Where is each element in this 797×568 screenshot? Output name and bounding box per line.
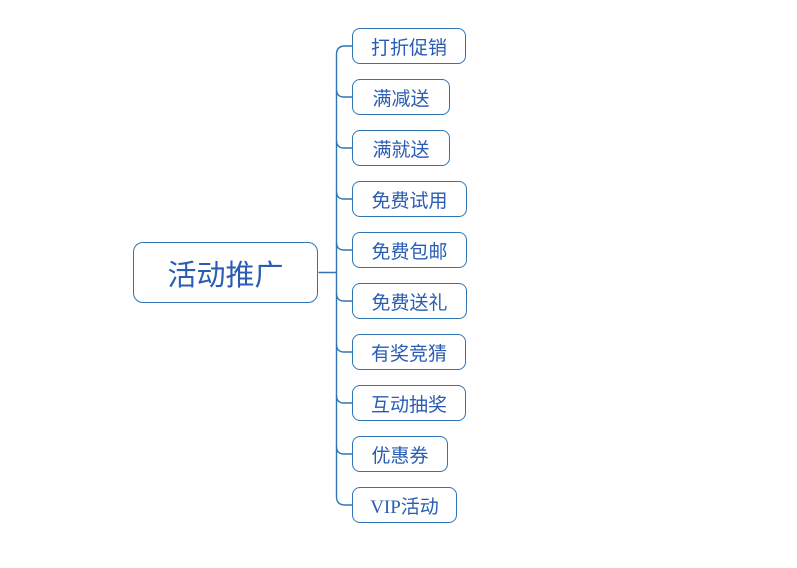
connector-branch-stub — [335, 395, 352, 404]
branch-node[interactable]: 有奖竞猜 — [352, 334, 466, 370]
connector-branch-stub — [335, 446, 352, 455]
connector-branch-stub — [335, 293, 352, 302]
connector-branch-stub — [335, 140, 352, 149]
branch-node[interactable]: 满就送 — [352, 130, 450, 166]
branch-node[interactable]: 互动抽奖 — [352, 385, 466, 421]
branch-node[interactable]: 优惠券 — [352, 436, 448, 472]
connector-branch-stub — [335, 89, 352, 98]
branch-node[interactable]: 免费试用 — [352, 181, 467, 217]
connector-branch-stub — [335, 242, 352, 251]
branch-node[interactable]: 打折促销 — [352, 28, 466, 64]
connector-branch-stub — [335, 344, 352, 353]
root-topic-node[interactable]: 活动推广 — [133, 242, 318, 303]
branch-node[interactable]: 满减送 — [352, 79, 450, 115]
branch-node[interactable]: 免费送礼 — [352, 283, 467, 319]
branch-node[interactable]: VIP活动 — [352, 487, 457, 523]
branch-node[interactable]: 免费包邮 — [352, 232, 467, 268]
connector-branch-stub — [335, 191, 352, 200]
connector-trunk — [335, 45, 352, 506]
